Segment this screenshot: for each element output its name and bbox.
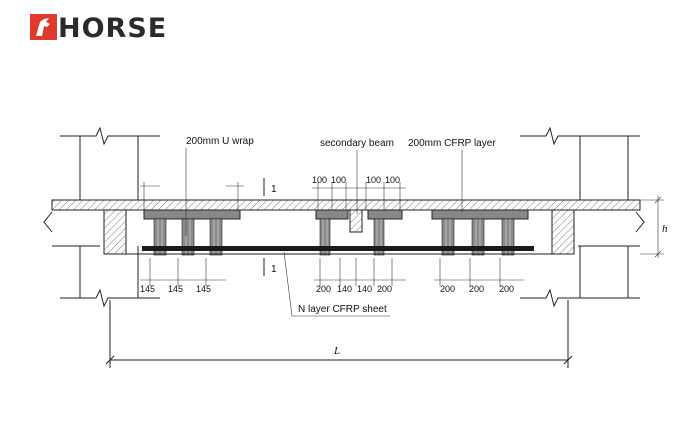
secondary-beam — [349, 209, 363, 233]
dim-top-100-1: 100 — [312, 175, 327, 185]
section-mark-bottom: 1 — [271, 264, 277, 275]
top-cfrp-band-left — [143, 209, 241, 220]
left-beam-section — [103, 209, 127, 255]
logo-text: HORSE — [58, 14, 167, 40]
svg-text:secondary beam: secondary beam — [320, 138, 394, 149]
dim-200-r1: 200 — [440, 284, 455, 294]
left-column — [43, 126, 160, 308]
dim-200-r2: 200 — [469, 284, 484, 294]
span-dimension: L — [105, 300, 573, 368]
top-cfrp-band-center-right — [367, 209, 403, 220]
bottom-center-dimension: 200 140 140 200 — [314, 258, 406, 294]
dim-top-100-3: 100 — [366, 175, 381, 185]
top-left-dimension — [140, 182, 244, 210]
dim-top-100-2: 100 — [331, 175, 346, 185]
dim-145-3: 145 — [196, 284, 211, 294]
dim-200-r3: 200 — [499, 284, 514, 294]
section-mark-top: 1 — [271, 184, 277, 195]
bottom-left-dimension: 145 145 145 — [140, 258, 226, 294]
cfrp-sheet — [142, 246, 534, 251]
label-secondary-beam: secondary beam — [320, 138, 394, 214]
right-column — [520, 126, 645, 308]
label-u-wrap: 200mm U wrap — [185, 136, 254, 236]
dim-145-1: 145 — [140, 284, 155, 294]
label-cfrp-layer: 200mm CFRP layer — [408, 138, 496, 212]
top-center-dimension: 100 100 100 100 — [312, 175, 406, 210]
dim-140-2: 140 — [357, 284, 372, 294]
horse-logo: HORSE — [30, 14, 167, 40]
span-label: L — [333, 345, 340, 357]
label-cfrp-sheet: N layer CFRP sheet — [283, 251, 390, 317]
bottom-right-dimension: 200 200 200 — [434, 258, 524, 294]
height-label: h — [662, 223, 668, 235]
top-cfrp-band-right — [431, 209, 529, 220]
top-cfrp-band-center-left — [315, 209, 349, 220]
dim-200-1: 200 — [316, 284, 331, 294]
dim-140-1: 140 — [337, 284, 352, 294]
svg-text:N layer CFRP sheet: N layer CFRP sheet — [298, 304, 387, 315]
dim-200-2: 200 — [377, 284, 392, 294]
svg-text:200mm CFRP layer: 200mm CFRP layer — [408, 138, 496, 149]
logo-horse-icon — [36, 18, 50, 36]
svg-text:200mm U wrap: 200mm U wrap — [186, 136, 254, 147]
height-dimension: h — [640, 196, 668, 258]
dim-top-100-4: 100 — [385, 175, 400, 185]
dim-145-2: 145 — [168, 284, 183, 294]
right-beam-section — [551, 209, 575, 255]
